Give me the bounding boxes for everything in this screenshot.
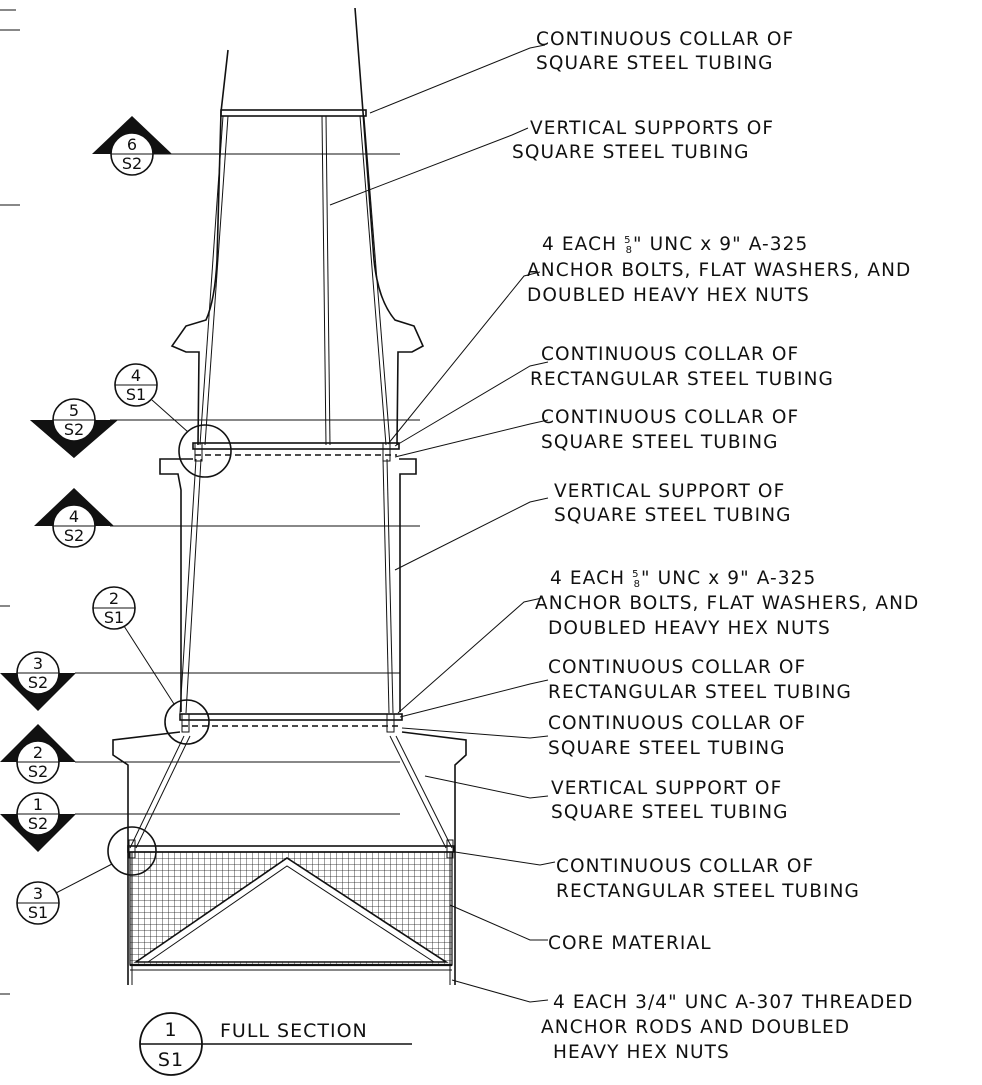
marker-number: 2	[33, 743, 43, 762]
callout-1: CONTINUOUS COLLAR OF SQUARE STEEL TUBING	[536, 29, 794, 74]
title-tag-number: 1	[164, 1019, 177, 1041]
marker-number: 1	[33, 795, 43, 814]
callout-9: CONTINUOUS COLLAR OF SQUARE STEEL TUBING	[548, 713, 806, 759]
callout-10: VERTICAL SUPPORT OF SQUARE STEEL TUBING	[551, 778, 789, 823]
section-cut-lines	[75, 153, 420, 815]
fraction-numerator: 5	[632, 569, 639, 580]
svg-text:4 EACH 58" UNC x 9" A-325: 4 EACH 58" UNC x 9" A-325	[542, 234, 808, 256]
marker-sheet: S2	[122, 154, 142, 173]
callout-line: CONTINUOUS COLLAR OF	[548, 657, 806, 678]
callout-line: VERTICAL SUPPORT OF	[551, 778, 782, 799]
callout-line: HEAVY HEX NUTS	[553, 1042, 730, 1063]
marker-number: 4	[69, 507, 79, 526]
callout-line: VERTICAL SUPPORTS OF	[530, 118, 774, 139]
callout-line: 4 EACH 3/4" UNC A-307 THREADED	[553, 992, 913, 1013]
callout-5: CONTINUOUS COLLAR OF SQUARE STEEL TUBING	[541, 407, 799, 453]
callout-line: SQUARE STEEL TUBING	[548, 738, 786, 759]
marker-sheet: S2	[64, 526, 84, 545]
leader-lines	[329, 44, 556, 1003]
marker-sheet: S2	[64, 420, 84, 439]
callout-line: SQUARE STEEL TUBING	[512, 142, 750, 163]
callout-line: CONTINUOUS COLLAR OF	[541, 407, 799, 428]
detail-tag-2: 2 S1	[92, 586, 210, 745]
marker-sheet: S2	[28, 762, 48, 781]
callout-13: 4 EACH 3/4" UNC A-307 THREADED ANCHOR RO…	[541, 992, 913, 1063]
marker-number: 6	[127, 135, 137, 154]
callout-line: CORE MATERIAL	[548, 933, 712, 954]
callout-line: ANCHOR BOLTS, FLAT WASHERS, AND	[527, 260, 911, 281]
callout-line: CONTINUOUS COLLAR OF	[536, 29, 794, 50]
detail-number: 2	[109, 589, 119, 608]
callout-line: DOUBLED HEAVY HEX NUTS	[548, 618, 831, 639]
callout-4: CONTINUOUS COLLAR OF RECTANGULAR STEEL T…	[530, 344, 834, 390]
callout-line: 4 EACH	[542, 234, 624, 255]
callout-line: CONTINUOUS COLLAR OF	[541, 344, 799, 365]
callout-line: VERTICAL SUPPORT OF	[554, 481, 785, 502]
marker-sheet: S2	[28, 814, 48, 833]
detail-sheet: S1	[104, 608, 124, 627]
section-marker-3: 3 S2	[0, 651, 76, 711]
margin-ticks	[0, 9, 20, 995]
svg-text:4 EACH 58" UNC x 9" A-325: 4 EACH 58" UNC x 9" A-325	[550, 568, 816, 590]
marker-sheet: S2	[28, 673, 48, 692]
fraction-denominator: 8	[634, 579, 641, 590]
callout-6: VERTICAL SUPPORT OF SQUARE STEEL TUBING	[554, 481, 792, 526]
drawing-title: FULL SECTION	[220, 1020, 368, 1042]
callout-line: ANCHOR RODS AND DOUBLED	[541, 1017, 850, 1038]
callout-2: VERTICAL SUPPORTS OF SQUARE STEEL TUBING	[512, 118, 774, 163]
callout-line: SQUARE STEEL TUBING	[551, 802, 789, 823]
section-marker-6: 6 S2	[92, 116, 172, 176]
detail-number: 3	[33, 884, 43, 903]
section-marker-2: 2 S2	[0, 724, 76, 784]
drawing-title-block: 1 S1 FULL SECTION	[139, 1012, 412, 1076]
marker-number: 5	[69, 401, 79, 420]
detail-tag-3: 3 S1	[16, 826, 157, 925]
callout-8: CONTINUOUS COLLAR OF RECTANGULAR STEEL T…	[548, 657, 852, 703]
callout-line: " UNC x 9" A-325	[641, 568, 816, 589]
callout-line: DOUBLED HEAVY HEX NUTS	[527, 285, 810, 306]
section-marker-1: 1 S2	[0, 792, 76, 852]
callout-11: CONTINUOUS COLLAR OF RECTANGULAR STEEL T…	[556, 856, 860, 902]
upper-spire	[170, 7, 425, 446]
callout-line: ANCHOR BOLTS, FLAT WASHERS, AND	[535, 593, 919, 614]
callout-12: CORE MATERIAL	[548, 933, 712, 954]
callout-line: " UNC x 9" A-325	[633, 234, 808, 255]
middle-section	[159, 442, 417, 733]
detail-tag-4: 4 S1	[114, 363, 232, 478]
callout-line: 4 EACH	[550, 568, 632, 589]
callout-line: SQUARE STEEL TUBING	[536, 53, 774, 74]
callout-line: SQUARE STEEL TUBING	[554, 505, 792, 526]
title-tag-sheet: S1	[158, 1049, 184, 1071]
detail-number: 4	[131, 366, 141, 385]
lower-base	[112, 731, 467, 985]
section-marker-4: 4 S2	[34, 488, 114, 548]
section-marker-5: 5 S2	[30, 398, 118, 458]
fraction-denominator: 8	[626, 245, 633, 256]
detail-sheet: S1	[28, 903, 48, 922]
callout-line: CONTINUOUS COLLAR OF	[548, 713, 806, 734]
marker-number: 3	[33, 654, 43, 673]
callout-line: CONTINUOUS COLLAR OF	[556, 856, 814, 877]
detail-sheet: S1	[126, 385, 146, 404]
callout-line: RECTANGULAR STEEL TUBING	[548, 682, 852, 703]
callout-line: RECTANGULAR STEEL TUBING	[530, 369, 834, 390]
callout-line: RECTANGULAR STEEL TUBING	[556, 881, 860, 902]
callout-line: SQUARE STEEL TUBING	[541, 432, 779, 453]
fraction-numerator: 5	[624, 235, 631, 246]
